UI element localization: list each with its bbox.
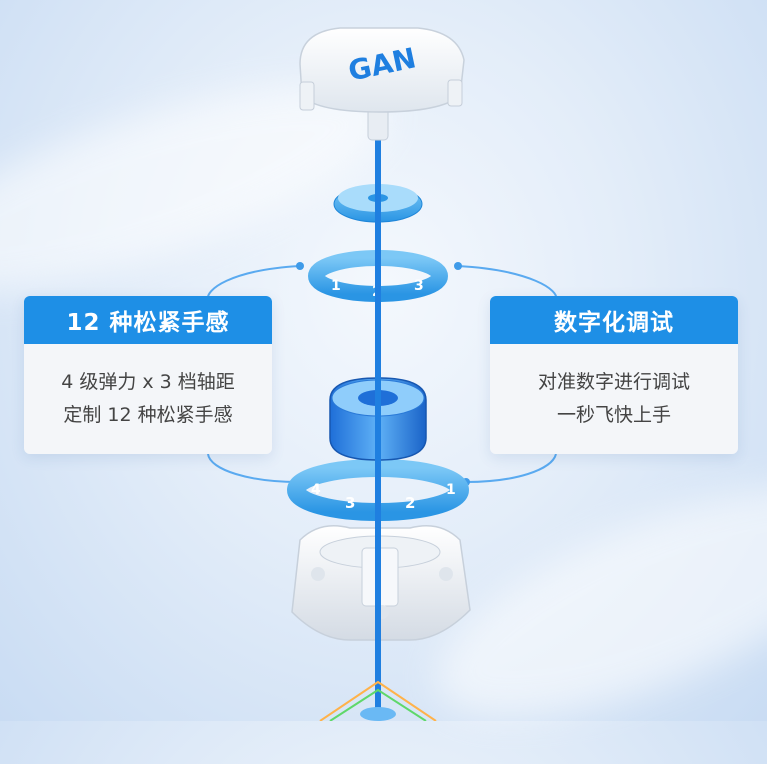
left-panel-line: 4 级弹力 x 3 档轴距 bbox=[61, 370, 235, 393]
left-panel-line: 定制 12 种松紧手感 bbox=[63, 404, 233, 426]
connector-line bbox=[206, 265, 301, 301]
axis-line bbox=[375, 112, 381, 712]
connector-line bbox=[457, 265, 558, 301]
left-panel-body: 4 级弹力 x 3 档轴距 定制 12 种松紧手感 bbox=[24, 344, 272, 454]
connector-line bbox=[465, 453, 557, 483]
connector-dot bbox=[296, 262, 304, 270]
bottom-dial-label: 2 bbox=[405, 494, 415, 512]
right-panel-body: 对准数字进行调试 一秒飞快上手 bbox=[490, 344, 738, 454]
right-panel-line: 对准数字进行调试 bbox=[537, 370, 690, 393]
top-cap: GAN bbox=[299, 27, 465, 113]
top-dial-label: 3 bbox=[414, 278, 424, 294]
bottom-dial-label: 4 bbox=[311, 482, 321, 498]
exploded-mechanism-illustration: 4 3 2 1 1 2 3 GAN bbox=[206, 27, 558, 721]
right-info-panel: 数字化调试 对准数字进行调试 一秒飞快上手 bbox=[490, 296, 738, 454]
top-dial-label: 1 bbox=[331, 278, 341, 294]
connector-line bbox=[207, 453, 299, 483]
bottom-dial-label: 3 bbox=[345, 494, 355, 512]
bottom-decoration bbox=[319, 680, 437, 721]
left-panel-title: 12 种松紧手感 bbox=[24, 296, 272, 344]
left-info-panel: 12 种松紧手感 4 级弹力 x 3 档轴距 定制 12 种松紧手感 bbox=[24, 296, 272, 454]
connector-dot bbox=[454, 262, 462, 270]
right-panel-line: 一秒飞快上手 bbox=[556, 404, 671, 426]
bottom-dial-label: 1 bbox=[446, 482, 456, 498]
right-panel-title: 数字化调试 bbox=[490, 296, 738, 344]
